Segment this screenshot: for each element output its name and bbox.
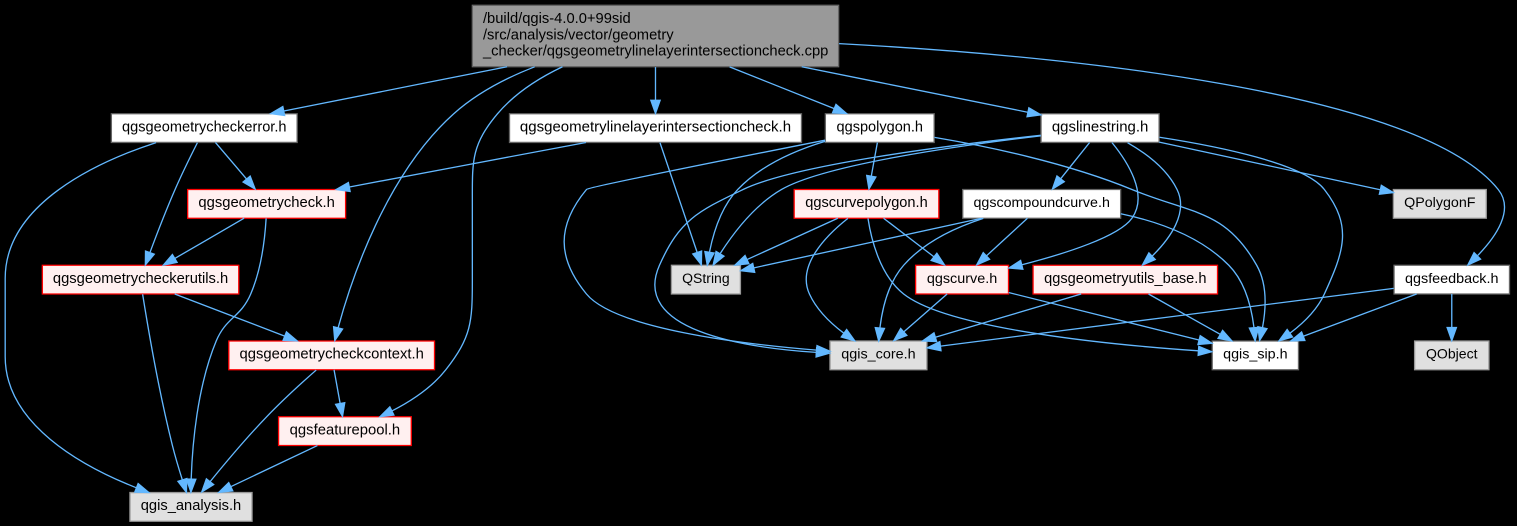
svg-text:qgscurvepolygon.h: qgscurvepolygon.h (805, 195, 927, 211)
svg-text:qgsgeometrycheckerutils.h: qgsgeometrycheckerutils.h (53, 271, 228, 287)
svg-text:qgis_core.h: qgis_core.h (841, 347, 915, 363)
svg-text:qgsfeaturepool.h: qgsfeaturepool.h (290, 423, 401, 439)
svg-text:qgsgeometryutils_base.h: qgsgeometryutils_base.h (1044, 271, 1206, 287)
svg-text:qgis_analysis.h: qgis_analysis.h (141, 498, 241, 514)
svg-text:qgslinestring.h: qgslinestring.h (1052, 119, 1148, 135)
svg-text:qgsgeometrycheckcontext.h: qgsgeometrycheckcontext.h (239, 347, 423, 363)
svg-text:qgsgeometrycheck.h: qgsgeometrycheck.h (198, 195, 334, 211)
svg-text:/build/qgis-4.0.0+99sid: /build/qgis-4.0.0+99sid (483, 11, 631, 27)
svg-text:qgsgeometrylinelayerintersecti: qgsgeometrylinelayerintersectioncheck.h (520, 119, 791, 135)
svg-text:_checker/qgsgeometrylinelayeri: _checker/qgsgeometrylinelayerintersectio… (482, 44, 828, 60)
svg-text:qgis_sip.h: qgis_sip.h (1223, 347, 1287, 363)
svg-text:qgscurve.h: qgscurve.h (927, 271, 997, 287)
svg-text:QPolygonF: QPolygonF (1404, 195, 1476, 211)
svg-text:qgsfeedback.h: qgsfeedback.h (1405, 271, 1498, 287)
svg-text:qgspolygon.h: qgspolygon.h (837, 119, 923, 135)
svg-text:/src/analysis/vector/geometry: /src/analysis/vector/geometry (483, 27, 674, 43)
svg-text:qgscompoundcurve.h: qgscompoundcurve.h (973, 195, 1109, 211)
svg-text:QString: QString (682, 270, 729, 286)
svg-text:qgsgeometrycheckerror.h: qgsgeometrycheckerror.h (122, 119, 287, 135)
svg-text:QObject: QObject (1426, 346, 1478, 362)
